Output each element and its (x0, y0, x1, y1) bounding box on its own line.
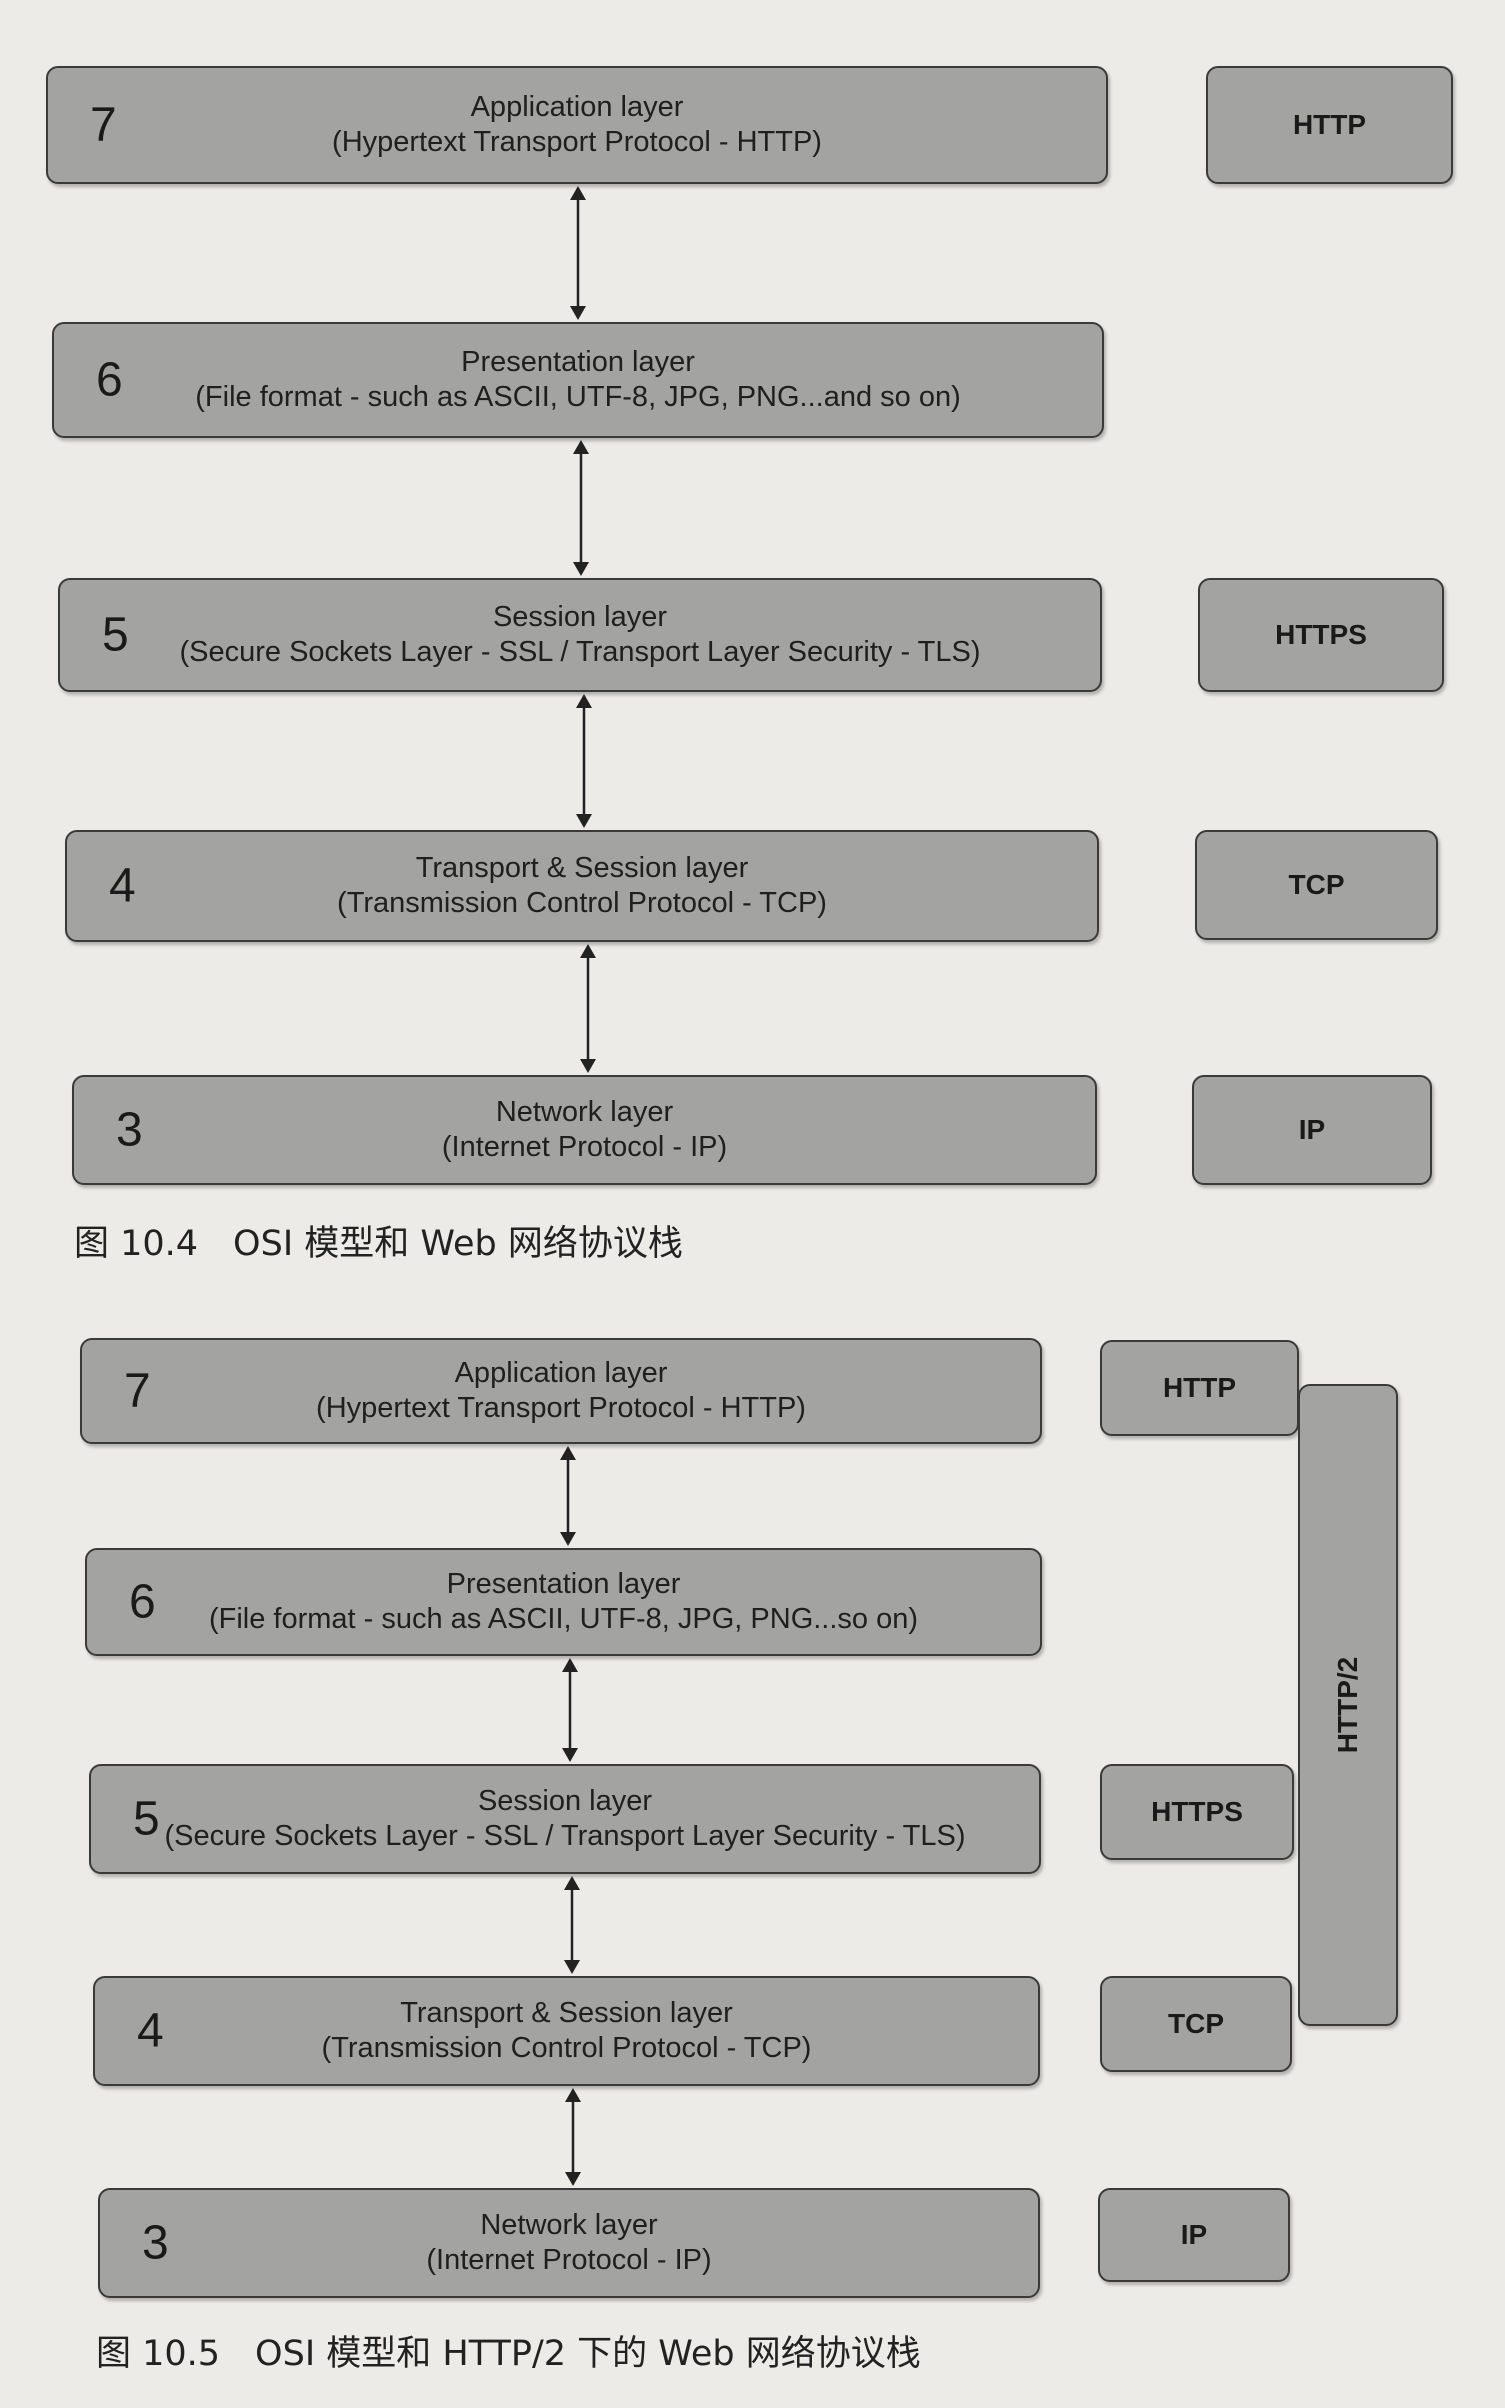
layer-5-box: 5 Session layer (Secure Sockets Layer - … (89, 1764, 1041, 1874)
double-arrow-icon (564, 1876, 580, 1974)
layer-detail: (Internet Protocol - IP) (441, 1131, 728, 1163)
layer-detail: (Internet Protocol - IP) (426, 2244, 712, 2276)
http2-label: HTTP/2 (1332, 1656, 1363, 1754)
layer-detail: (Transmission Control Protocol - TCP) (337, 887, 827, 919)
protocol-https-box: HTTPS (1100, 1764, 1294, 1860)
double-arrow-icon (570, 186, 586, 320)
double-arrow-icon (562, 1658, 578, 1762)
layer-number: 7 (90, 98, 117, 152)
protocol-tcp-box: TCP (1100, 1976, 1292, 2072)
layer-7-box: 7 Application layer (Hypertext Transport… (80, 1338, 1042, 1444)
figure-caption: 图 10.4 OSI 模型和 Web 网络协议栈 (74, 1224, 683, 1264)
double-arrow-icon (565, 2088, 581, 2186)
layer-6-box: 6 Presentation layer (File format - such… (52, 322, 1104, 438)
layer-4-box: 4 Transport & Session layer (Transmissio… (93, 1976, 1040, 2086)
layer-number: 3 (116, 1103, 143, 1157)
layer-3-box: 3 Network layer (Internet Protocol - IP) (72, 1075, 1097, 1185)
layer-name: Presentation layer (461, 346, 695, 378)
layer-name: Transport & Session layer (400, 1997, 733, 2029)
double-arrow-icon (573, 440, 589, 576)
layer-number: 6 (96, 353, 123, 407)
layer-detail: (Secure Sockets Layer - SSL / Transport … (164, 1820, 966, 1852)
layer-name: Presentation layer (446, 1568, 681, 1600)
layer-name: Transport & Session layer (415, 852, 749, 884)
protocol-tcp-box: TCP (1195, 830, 1438, 940)
protocol-http-box: HTTP (1100, 1340, 1299, 1436)
layer-name: Application layer (470, 91, 684, 123)
layer-number: 5 (133, 1792, 160, 1846)
layer-5-box: 5 Session layer (Secure Sockets Layer - … (58, 578, 1102, 692)
layer-number: 3 (142, 2216, 169, 2270)
layer-7-box: 7 Application layer (Hypertext Transport… (46, 66, 1108, 184)
layer-detail: (Secure Sockets Layer - SSL / Transport … (179, 636, 981, 668)
protocol-ip-box: IP (1192, 1075, 1432, 1185)
layer-number: 4 (137, 2004, 164, 2058)
protocol-http2-vertical-box: HTTP/2 (1298, 1384, 1398, 2026)
layer-detail: (Hypertext Transport Protocol - HTTP) (316, 1392, 806, 1424)
layer-detail: (Hypertext Transport Protocol - HTTP) (332, 126, 822, 158)
layer-name: Network layer (495, 1096, 674, 1128)
layer-detail: (File format - such as ASCII, UTF-8, JPG… (208, 1603, 919, 1635)
figure-caption: 图 10.5 OSI 模型和 HTTP/2 下的 Web 网络协议栈 (96, 2334, 921, 2374)
layer-number: 7 (124, 1364, 151, 1418)
layer-name: Session layer (477, 1785, 653, 1817)
layer-name: Session layer (492, 601, 668, 633)
double-arrow-icon (576, 694, 592, 828)
layer-detail: (Transmission Control Protocol - TCP) (321, 2032, 812, 2064)
layer-detail: (File format - such as ASCII, UTF-8, JPG… (195, 381, 961, 413)
layer-number: 6 (129, 1575, 156, 1629)
layer-name: Application layer (454, 1357, 668, 1389)
layer-4-box: 4 Transport & Session layer (Transmissio… (65, 830, 1099, 942)
protocol-http-box: HTTP (1206, 66, 1453, 184)
layer-name: Network layer (480, 2209, 658, 2241)
double-arrow-icon (560, 1446, 576, 1546)
layer-6-box: 6 Presentation layer (File format - such… (85, 1548, 1042, 1656)
layer-3-box: 3 Network layer (Internet Protocol - IP) (98, 2188, 1040, 2298)
protocol-https-box: HTTPS (1198, 578, 1444, 692)
double-arrow-icon (580, 944, 596, 1073)
layer-number: 4 (109, 859, 136, 913)
protocol-ip-box: IP (1098, 2188, 1290, 2282)
layer-number: 5 (102, 608, 129, 662)
